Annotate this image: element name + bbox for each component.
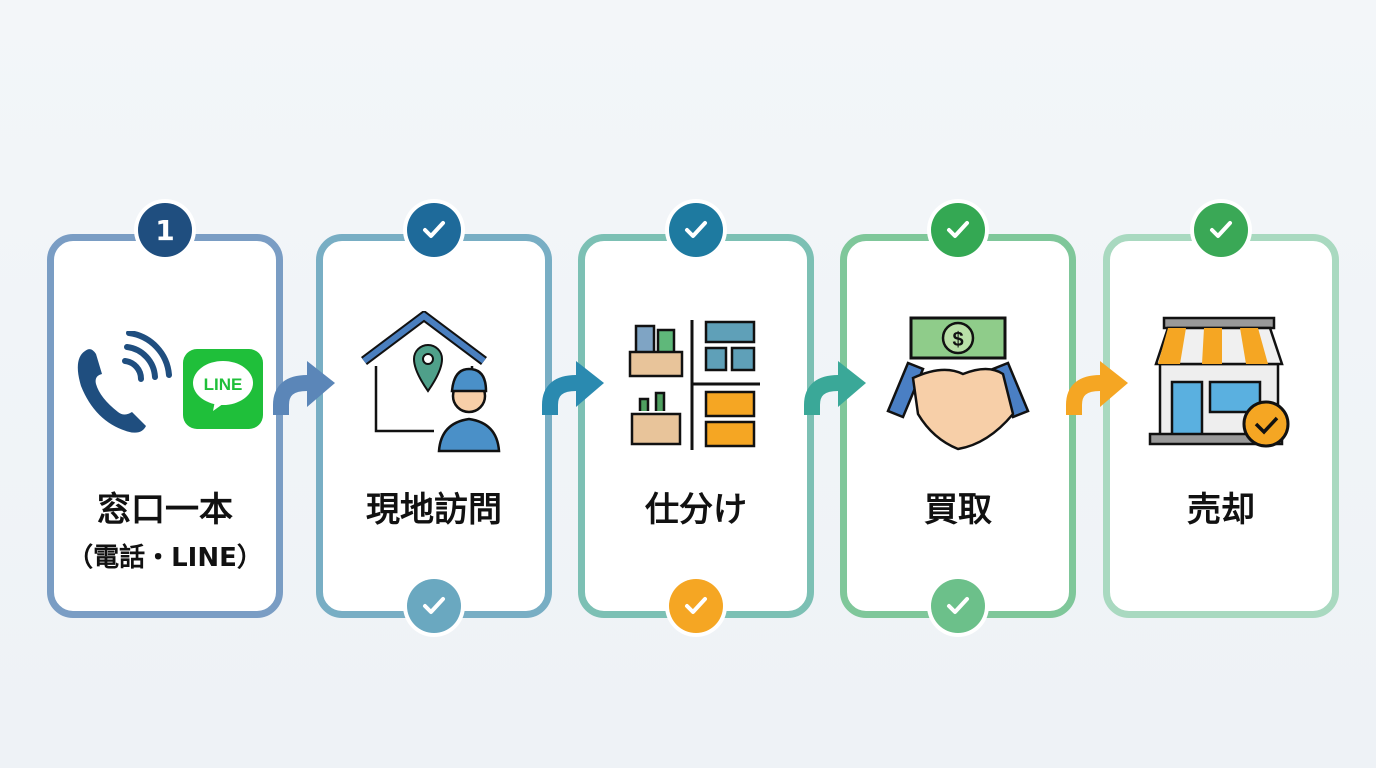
house-visit-icon bbox=[323, 311, 545, 461]
check-icon bbox=[943, 591, 973, 621]
step-number: 1 bbox=[155, 213, 175, 247]
flow-arrow-icon bbox=[273, 361, 335, 415]
step-card-4: $ 買取 bbox=[840, 203, 1076, 633]
flow-arrow-icon bbox=[804, 361, 866, 415]
check-badge bbox=[1194, 203, 1248, 257]
step-label: 仕分け bbox=[645, 490, 747, 530]
step-label: 現地訪問 bbox=[366, 490, 502, 530]
step-card-2: 現地訪問 bbox=[316, 203, 552, 633]
check-icon bbox=[419, 591, 449, 621]
step-sublabel: （電話・LINE） bbox=[67, 543, 263, 573]
bottom-check-badge bbox=[407, 579, 461, 633]
svg-text:$: $ bbox=[952, 329, 963, 351]
check-badge bbox=[931, 203, 985, 257]
step-card-5: 売却 bbox=[1103, 203, 1339, 618]
svg-text:LINE: LINE bbox=[204, 375, 243, 394]
check-icon bbox=[681, 215, 711, 245]
bottom-check-badge bbox=[669, 579, 723, 633]
step-label: 買取 bbox=[924, 490, 992, 530]
step-label: 窓口一本 bbox=[97, 490, 233, 530]
check-icon bbox=[943, 215, 973, 245]
check-icon bbox=[681, 591, 711, 621]
check-badge bbox=[407, 203, 461, 257]
check-badge bbox=[669, 203, 723, 257]
step-number-badge: 1 bbox=[138, 203, 192, 257]
store-icon bbox=[1110, 311, 1332, 461]
flow-arrow-icon bbox=[542, 361, 604, 415]
check-icon bbox=[419, 215, 449, 245]
sorting-icon bbox=[585, 311, 807, 461]
step-label: 売却 bbox=[1187, 490, 1255, 530]
phone-line-icon: LINE bbox=[54, 311, 276, 461]
flow-arrow-icon bbox=[1066, 361, 1128, 415]
step-card-3: 仕分け bbox=[578, 203, 814, 633]
bottom-check-badge bbox=[931, 579, 985, 633]
handshake-money-icon: $ bbox=[847, 311, 1069, 461]
check-icon bbox=[1206, 215, 1236, 245]
